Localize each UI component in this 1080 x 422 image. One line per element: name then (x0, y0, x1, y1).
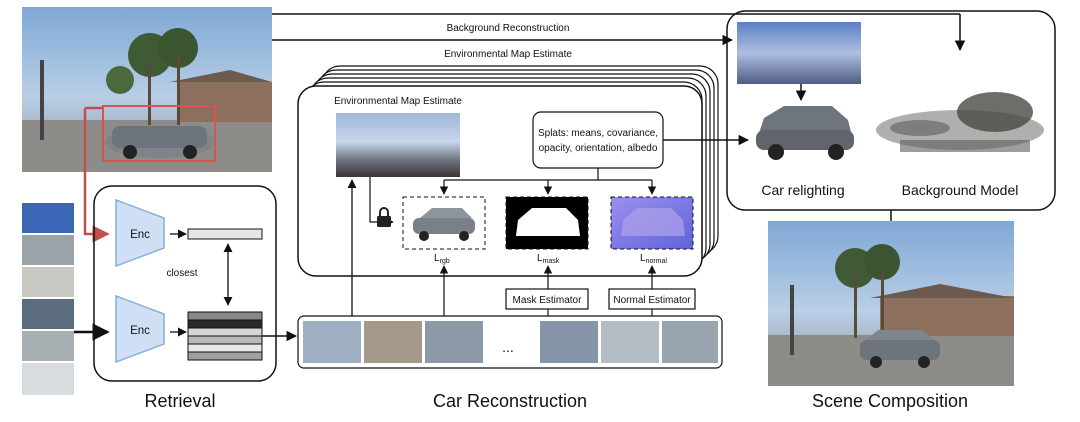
ellipsis: ... (502, 339, 514, 355)
encoder-top-label: Enc (130, 229, 150, 241)
env-map-inner-label: Environmental Map Estimate (334, 96, 462, 107)
normal-render (610, 196, 694, 250)
env-map-top-label: Environmental Map Estimate (444, 49, 572, 60)
splats-box (532, 111, 664, 169)
encoder-bottom (115, 294, 165, 364)
retrieval-title: Retrieval (144, 391, 215, 411)
scene-composition-title: Scene Composition (812, 391, 968, 411)
splats-line2: opacity, orientation, albedo (539, 143, 658, 154)
car-reconstruction-title: Car Reconstruction (433, 391, 587, 411)
query-embedding (187, 228, 263, 240)
encoder-bottom-label: Enc (130, 325, 150, 337)
background-model-label: Background Model (902, 182, 1019, 198)
l-mask-label: Lmask (537, 253, 560, 265)
env-map-result-image (737, 22, 861, 84)
rgb-render (402, 196, 486, 250)
retrieved-car-images (303, 321, 718, 363)
closest-label: closest (166, 268, 197, 279)
bg-reconstruction-label: Background Reconstruction (447, 23, 570, 34)
l-rgb-label: Lrgb (434, 253, 450, 265)
relit-car-image (756, 106, 854, 160)
mask-estimator-label: Mask Estimator (513, 295, 583, 306)
lock-icon (377, 207, 391, 227)
street-scene-image (22, 7, 272, 172)
mask-render (505, 196, 589, 250)
composed-scene-image (768, 221, 1014, 386)
normal-estimator-label: Normal Estimator (613, 295, 691, 306)
retrieval-panel (93, 185, 277, 382)
background-model-image (876, 92, 1044, 152)
retrieval-arrow (83, 108, 110, 243)
env-map-image (336, 113, 460, 177)
car-relighting-label: Car relighting (761, 182, 844, 198)
database-embeddings (187, 311, 263, 361)
splats-line1: Splats: means, covariance, (538, 128, 658, 139)
encoder-top (115, 198, 165, 268)
l-normal-label: Lnormal (640, 253, 667, 265)
car-thumbnail-column (22, 203, 74, 395)
mask-estimator-box (505, 288, 589, 310)
